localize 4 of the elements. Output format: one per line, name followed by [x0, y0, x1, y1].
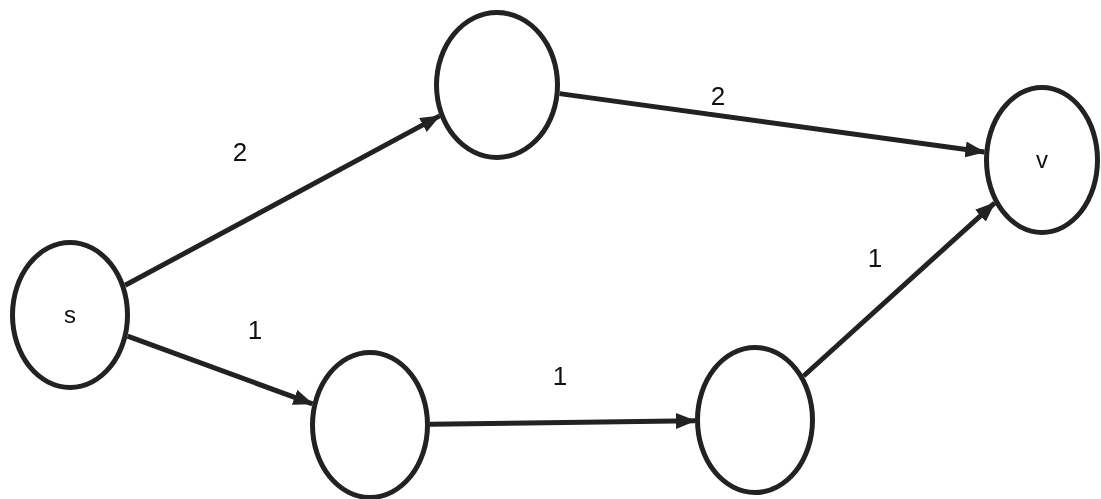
arrow: [559, 91, 986, 158]
node-label: v: [1036, 146, 1048, 174]
arrow: [429, 413, 696, 430]
node-label: s: [64, 301, 76, 329]
